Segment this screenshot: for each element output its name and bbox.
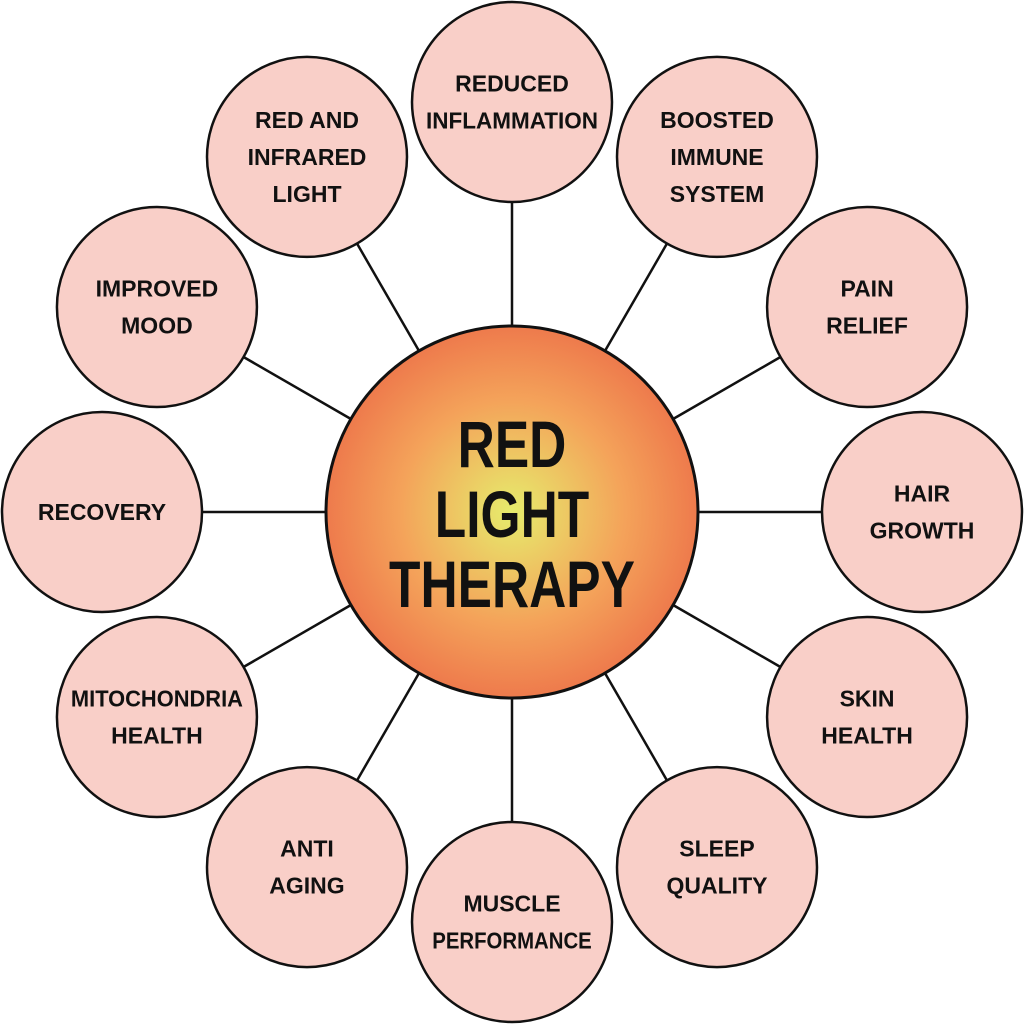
benefit-label-line: SYSTEM xyxy=(670,181,765,207)
benefit-node: MITOCHONDRIA HEALTH xyxy=(55,615,259,819)
benefit-circle xyxy=(0,410,204,614)
benefit-label-line: INFLAMMATION xyxy=(426,108,598,134)
benefit-node: SLEEP QUALITY xyxy=(615,765,819,969)
benefit-label-line: RED AND xyxy=(255,107,359,133)
benefit-node: PAIN RELIEF xyxy=(765,205,969,409)
benefit-node: HAIR GROWTH xyxy=(820,410,1024,614)
connector-line xyxy=(672,603,782,669)
benefit-node: MUSCLE PERFORMANCE xyxy=(410,820,614,1024)
benefit-label-line: SKIN xyxy=(840,686,895,712)
benefit-label-line: REDUCED xyxy=(455,71,569,97)
benefit-node: SKIN HEALTH xyxy=(765,615,969,819)
center-node: RED LIGHT THERAPY xyxy=(324,324,700,700)
benefit-label-line: MOOD xyxy=(121,313,193,339)
benefit-circle xyxy=(410,0,614,204)
benefit-circle xyxy=(765,205,969,409)
connector-line xyxy=(672,355,782,421)
benefit-label-line: BOOSTED xyxy=(660,107,774,133)
center-title-line-2: LIGHT xyxy=(435,477,589,552)
benefit-label-line: RELIEF xyxy=(826,313,908,339)
connector-line xyxy=(603,242,669,352)
benefit-node: ANTI AGING xyxy=(205,765,409,969)
benefit-label-line: SLEEP xyxy=(679,836,754,862)
benefit-node: RED AND INFRARED LIGHT xyxy=(205,55,409,259)
benefit-label-line: PAIN xyxy=(840,276,893,302)
benefit-label-line: MITOCHONDRIA xyxy=(71,686,243,712)
benefit-label-line: INFRARED xyxy=(248,144,367,170)
benefit-label-line: LIGHT xyxy=(273,181,342,207)
benefit-label-line: IMMUNE xyxy=(670,144,763,170)
benefit-circle xyxy=(205,55,409,259)
benefit-circle xyxy=(615,765,819,969)
connector-line xyxy=(242,355,352,421)
center-title-line-3: THERAPY xyxy=(389,547,635,622)
center-circle xyxy=(324,324,700,700)
benefit-label-line: RECOVERY xyxy=(38,499,166,525)
benefit-node: BOOSTED IMMUNE SYSTEM xyxy=(615,55,819,259)
benefit-label-line: ANTI xyxy=(280,836,334,862)
connector-line xyxy=(355,242,421,352)
benefit-circle xyxy=(765,615,969,819)
benefit-label-line: AGING xyxy=(269,873,344,899)
benefit-node: IMPROVED MOOD xyxy=(55,205,259,409)
benefit-label-line: GROWTH xyxy=(870,518,975,544)
benefit-label-line: HEALTH xyxy=(821,723,913,749)
connector-line xyxy=(242,603,352,669)
benefit-label-line: HEALTH xyxy=(111,723,203,749)
benefit-circle xyxy=(55,205,259,409)
benefit-label-line: IMPROVED xyxy=(96,276,219,302)
benefit-label-line: QUALITY xyxy=(667,873,768,899)
benefit-circle xyxy=(55,615,259,819)
benefit-circle xyxy=(205,765,409,969)
benefit-circle xyxy=(615,55,819,259)
benefit-label-line: HAIR xyxy=(894,481,951,507)
connector-line xyxy=(603,672,669,782)
benefit-node: RECOVERY xyxy=(0,410,204,614)
benefit-label-line: MUSCLE xyxy=(463,891,560,917)
benefit-node: REDUCED INFLAMMATION xyxy=(410,0,614,204)
connector-line xyxy=(355,672,421,782)
benefit-circle xyxy=(820,410,1024,614)
center-title-line-1: RED xyxy=(458,407,567,482)
benefit-circle xyxy=(410,820,614,1024)
connector-lines xyxy=(202,202,822,822)
benefit-label-line: PERFORMANCE xyxy=(432,928,592,954)
